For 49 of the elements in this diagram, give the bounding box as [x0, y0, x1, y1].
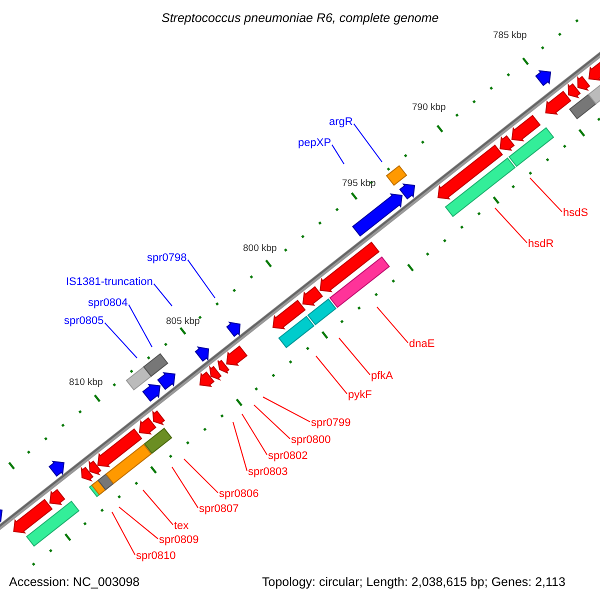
leader-line [118, 506, 158, 540]
leader-line [128, 304, 152, 348]
gene-label: spr0800 [291, 434, 331, 446]
gene-label: tex [174, 520, 189, 532]
scale-label: 790 kbp [412, 102, 446, 114]
leader-line [104, 322, 138, 358]
leader-line [142, 490, 174, 526]
gene-label: spr0799 [311, 417, 351, 429]
gene-label: spr0805 [64, 315, 104, 327]
title: Streptococcus pneumoniae R6, complete genome [162, 11, 439, 25]
gene-label: spr0802 [268, 450, 308, 462]
leader-line [112, 512, 136, 556]
gene-label: spr0809 [159, 534, 199, 546]
gene-label: IS1381-truncation [66, 276, 153, 288]
leader-line [530, 178, 562, 212]
leader-line [262, 396, 310, 422]
scale-label: 810 kbp [69, 377, 103, 389]
gene-label: pfkA [371, 370, 394, 382]
footer-text: Topology: circular; Length: 2,038,615 bp; Genes: 2,113 [262, 575, 566, 589]
gene-label: spr0804 [88, 297, 128, 309]
gene-label: hsdR [528, 238, 554, 250]
scale-label: 785 kbp [493, 30, 527, 42]
leader-line [172, 466, 198, 508]
scale-label: 800 kbp [243, 243, 277, 255]
leader-line [332, 144, 344, 164]
leader-line [242, 414, 268, 456]
gene-label: spr0798 [147, 252, 187, 264]
gene-label: dnaE [409, 338, 435, 350]
leader-line [254, 404, 290, 440]
scale-label: 795 kbp [342, 178, 376, 190]
leader-line [184, 458, 218, 494]
gene-label: spr0807 [199, 503, 239, 515]
leader-line [353, 123, 382, 162]
gene-label: pepXP [298, 137, 332, 149]
gene-label: pykF [348, 389, 372, 401]
gene-label: spr0806 [219, 488, 259, 500]
leader-line [232, 422, 248, 472]
leader-line [338, 338, 370, 376]
leader-line [187, 259, 216, 298]
gene-label: spr0810 [136, 550, 176, 562]
leader-line [316, 356, 348, 394]
leader-line [153, 283, 172, 306]
gene-label: spr0803 [248, 466, 288, 478]
footer-text: Accession: NC_003098 [9, 575, 140, 589]
leader-line [376, 306, 408, 344]
scale-label: 805 kbp [166, 316, 200, 328]
leader-line [494, 208, 528, 244]
gene-label: argR [329, 116, 353, 128]
gene-label: hsdS [563, 207, 588, 219]
